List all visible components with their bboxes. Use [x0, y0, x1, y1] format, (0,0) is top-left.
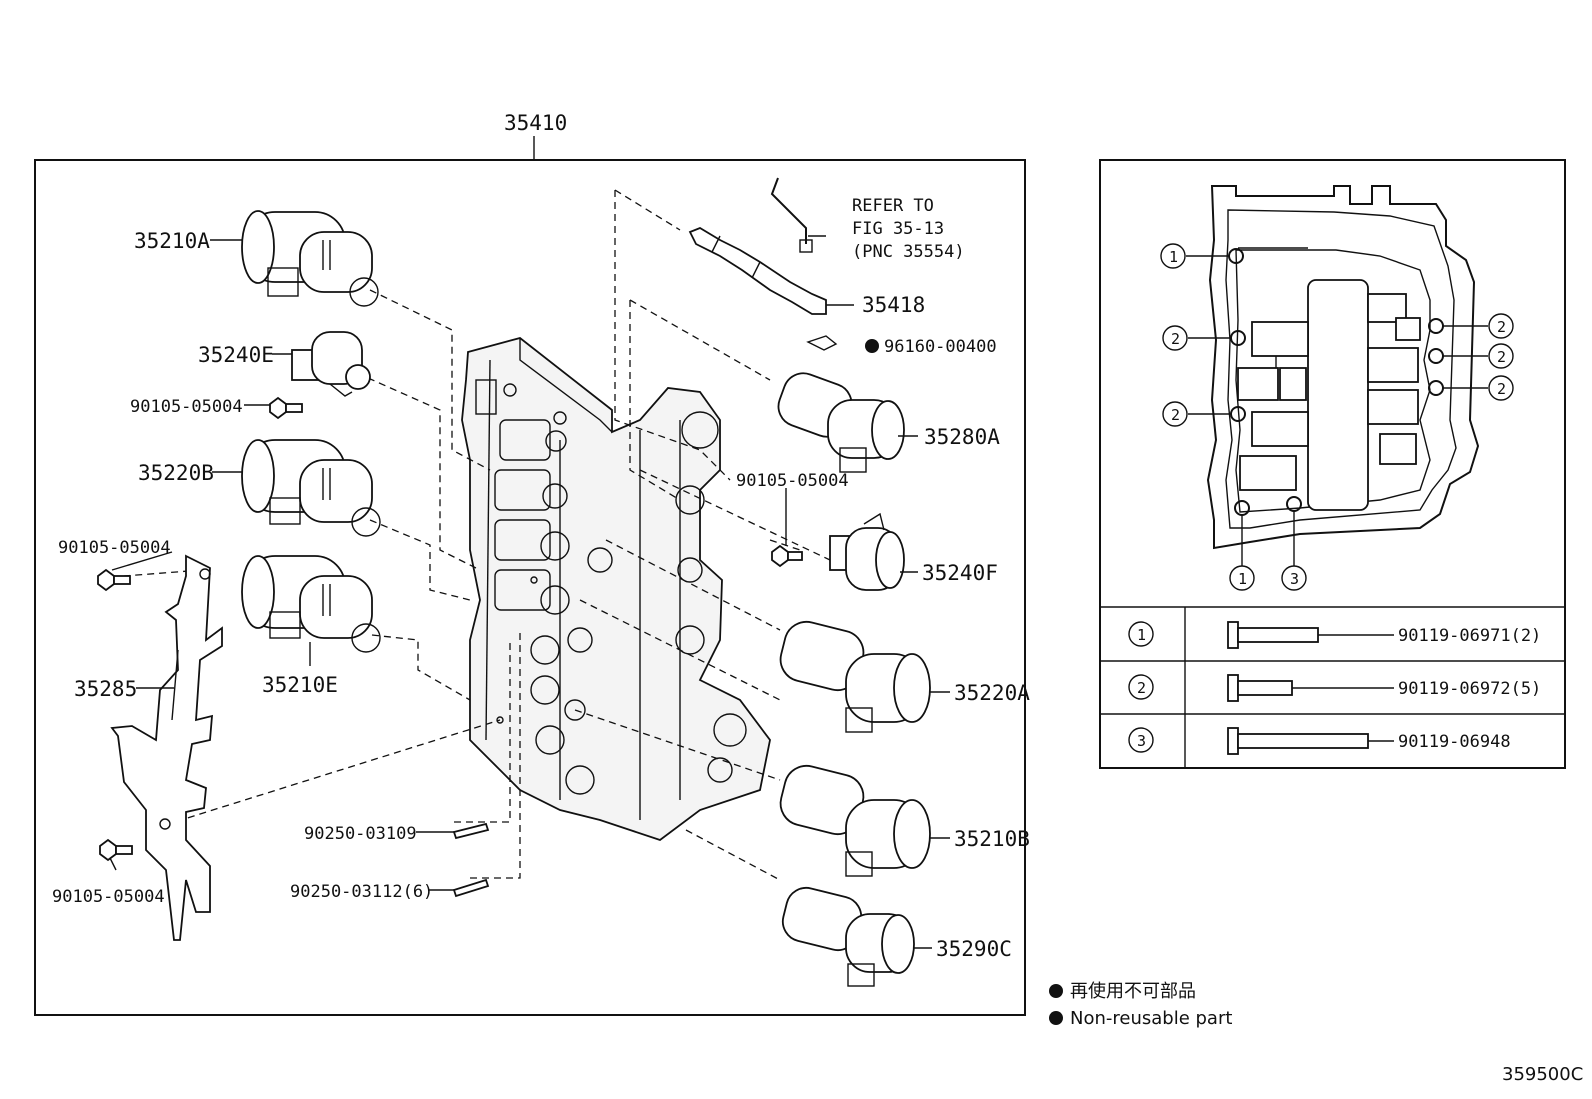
solenoid-35220A: [779, 620, 931, 733]
bolt-row-3: 3 90119-06948: [1128, 727, 1511, 755]
svg-text:2: 2: [1137, 679, 1146, 697]
bolt-90105-05004-c: [99, 838, 133, 862]
legend-japanese: 再使用不可部品: [1070, 981, 1196, 1002]
callout-1-bottom: 1: [1229, 565, 1255, 591]
diagram-code: 359500C: [1502, 1064, 1583, 1085]
label-35220B: 35220B: [138, 461, 214, 485]
label-35240E: 35240E: [198, 343, 274, 367]
part-labels: 35210A 35240E 90105-05004 35220B 90105-0…: [52, 196, 1030, 961]
svg-text:3: 3: [1137, 732, 1146, 750]
label-90105-a: 90105-05004: [130, 397, 243, 417]
svg-text:90119-06971(2): 90119-06971(2): [1398, 626, 1541, 646]
svg-text:2: 2: [1171, 406, 1180, 424]
callout-2-left-b: 2: [1162, 401, 1188, 427]
callout-2-right-b: 2: [1488, 343, 1514, 369]
label-35285: 35285: [74, 677, 137, 701]
label-pin-1: 90250-03109: [304, 824, 417, 844]
solenoid-35240F: [829, 512, 905, 591]
leader-lines: [109, 235, 950, 949]
label-refer-1: REFER TO: [852, 196, 934, 216]
label-35210B: 35210B: [954, 827, 1030, 851]
legend: 再使用不可部品 Non-reusable part: [1049, 981, 1232, 1029]
svg-text:2: 2: [1497, 380, 1506, 398]
label-96160: 96160-00400: [884, 337, 997, 357]
solenoid-35210E: [241, 555, 381, 653]
label-35280A: 35280A: [924, 425, 1000, 449]
label-35418: 35418: [862, 293, 925, 317]
pipe-ref: [770, 177, 813, 253]
solenoid-35240E: [291, 331, 371, 397]
svg-text:1: 1: [1169, 248, 1178, 266]
bolt-90105-05004-d: [771, 544, 803, 568]
label-refer-2: FIG 35-13: [852, 219, 944, 239]
inset-panel: 1 2 2 2 2 2 1 3: [1099, 159, 1566, 769]
svg-text:2: 2: [1171, 330, 1180, 348]
clip-96160: [806, 335, 879, 353]
svg-text:2: 2: [1497, 348, 1506, 366]
callout-2-left-a: 2: [1162, 325, 1188, 351]
label-refer-3: (PNC 35554): [852, 242, 965, 262]
solenoid-35210B: [779, 764, 931, 877]
svg-text:90119-06948: 90119-06948: [1398, 732, 1511, 752]
assembly-label: 35410: [504, 111, 567, 135]
bracket-35285: [110, 554, 223, 941]
solenoid-35290C: [781, 886, 915, 987]
svg-text:1: 1: [1137, 626, 1146, 644]
svg-text:3: 3: [1290, 570, 1299, 588]
callout-3-bottom: 3: [1281, 565, 1307, 591]
solenoid-35220B: [241, 439, 381, 537]
svg-text:2: 2: [1497, 318, 1506, 336]
label-35210E: 35210E: [262, 673, 338, 697]
bolt-row-1: 1 90119-06971(2): [1128, 621, 1541, 649]
svg-text:1: 1: [1238, 570, 1247, 588]
label-pin-2: 90250-03112(6): [290, 882, 433, 902]
part-35418: [688, 226, 827, 315]
label-35240F: 35240F: [922, 561, 998, 585]
label-35290C: 35290C: [936, 937, 1012, 961]
callout-2-right-a: 2: [1488, 313, 1514, 339]
solenoid-35280A: [777, 372, 905, 473]
label-35220A: 35220A: [954, 681, 1030, 705]
callout-1-top: 1: [1160, 243, 1186, 269]
bolt-90105-05004-b: [97, 568, 131, 592]
svg-text:90119-06972(5): 90119-06972(5): [1398, 679, 1541, 699]
valve-body: [461, 337, 771, 842]
main-assembly-frame: 35410: [34, 111, 1026, 1016]
solenoid-35210A: [241, 210, 379, 307]
callout-2-right-c: 2: [1488, 375, 1514, 401]
label-90105-b: 90105-05004: [58, 538, 171, 558]
label-90105-c: 90105-05004: [52, 887, 165, 907]
legend-english: Non-reusable part: [1070, 1008, 1232, 1029]
label-90105-d: 90105-05004: [736, 471, 849, 491]
bolt-90105-05004-a: [269, 396, 303, 420]
pins: [452, 822, 490, 898]
bolt-row-2: 2 90119-06972(5): [1128, 674, 1541, 702]
label-35210A: 35210A: [134, 229, 210, 253]
dashed-leaders: [123, 189, 831, 881]
